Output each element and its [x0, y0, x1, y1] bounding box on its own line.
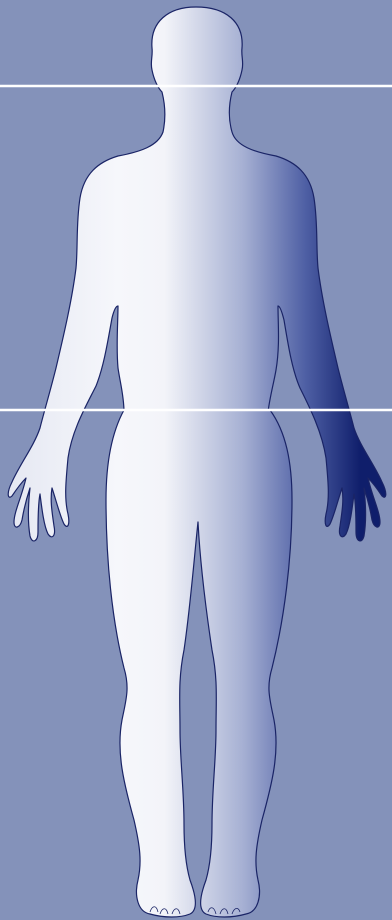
figure-canvas — [0, 0, 392, 920]
body-figure-svg — [0, 0, 392, 920]
